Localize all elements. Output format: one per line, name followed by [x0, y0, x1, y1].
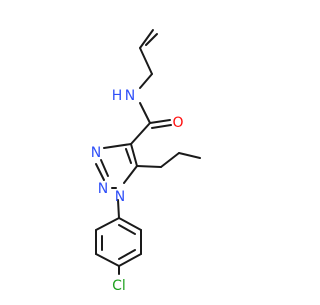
- bond-propyl-mid: [160, 152, 180, 168]
- atom-label-amide-n: N: [125, 88, 135, 104]
- structure-canvas: N H O N N N Cl: [91, 29, 201, 294]
- bond-propyl-end: [178, 152, 201, 159]
- bond-ar-3: [95, 253, 120, 267]
- atom-label-n3: N: [91, 145, 101, 161]
- bond-carbonyl-o-double: [151, 124, 172, 129]
- bond-c4-n3: [103, 143, 132, 149]
- atom-label-n2: N: [98, 181, 108, 197]
- bond-ar-6: [118, 217, 142, 231]
- bond-vinyl-terminal-double: [145, 33, 158, 46]
- atom-label-carbonyl-o: O: [172, 115, 183, 131]
- bond-vinyl-to-ch2: [139, 47, 153, 75]
- atom-label-amide-h: H: [112, 88, 123, 104]
- bond-n1-c5: [123, 165, 138, 184]
- atom-label-chlorine: Cl: [112, 278, 126, 294]
- bond-ch2-to-nh: [139, 73, 153, 89]
- bond-ar-3-inner: [118, 224, 136, 235]
- bond-c5-c4-double: [125, 148, 132, 164]
- bond-nh-to-carbonyl: [139, 102, 151, 124]
- bond-ar-1: [95, 217, 120, 231]
- bond-carbonyl-o: [149, 119, 171, 124]
- atom-label-n1: N: [115, 189, 125, 205]
- bond-ar-2-inner: [118, 249, 136, 260]
- bond-n3-n2-double: [100, 159, 109, 177]
- bond-c5-c4: [130, 143, 138, 167]
- bond-n3-n2: [95, 163, 105, 181]
- bond-n1-aryl: [117, 199, 120, 219]
- bond-vinyl-terminal: [139, 29, 154, 49]
- bond-c5-propyl: [136, 165, 162, 168]
- bond-ar-4: [118, 253, 142, 267]
- bond-carbonyl-to-c4: [130, 122, 151, 145]
- molecule-drawing: N H O N N N Cl: [91, 29, 201, 294]
